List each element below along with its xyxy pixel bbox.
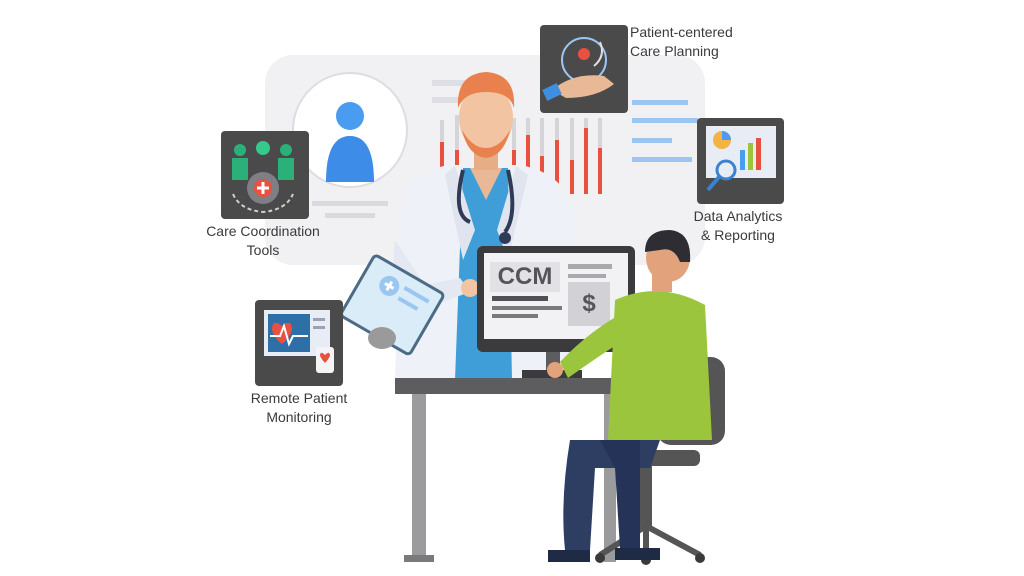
- profile-avatar-body: [326, 136, 374, 182]
- team-gear-icon: [232, 141, 294, 214]
- clipboard: [339, 254, 445, 356]
- remote-monitoring-label: Remote Patient Monitoring: [250, 390, 348, 425]
- care-coordination-tile: [221, 131, 309, 219]
- header-bar-2: [432, 97, 477, 103]
- care-planning-tile: [540, 25, 628, 113]
- care-planning-label: Patient-centered Care Planning: [630, 24, 733, 59]
- remote-monitoring-tile: [255, 300, 343, 386]
- care-coordination-label: Care Coordination Tools: [206, 223, 320, 258]
- profile-line-1: [312, 201, 388, 206]
- background-text-lines: [632, 100, 698, 162]
- profile-avatar-head: [336, 102, 364, 130]
- data-analytics-label: Data Analytics & Reporting: [693, 208, 783, 243]
- heart-monitor-icon: [264, 310, 334, 373]
- profile-line-2: [325, 213, 375, 218]
- desk: [395, 378, 643, 562]
- header-bar-1: [432, 80, 492, 86]
- caring-hand-icon: [542, 37, 614, 101]
- analytics-monitor-icon: [706, 126, 776, 192]
- monitor-currency-symbol: $: [582, 290, 596, 317]
- monitor-title: CCM: [497, 263, 553, 290]
- doctor-hand: [368, 327, 396, 349]
- data-analytics-tile: [697, 118, 784, 204]
- seated-user: [547, 230, 725, 565]
